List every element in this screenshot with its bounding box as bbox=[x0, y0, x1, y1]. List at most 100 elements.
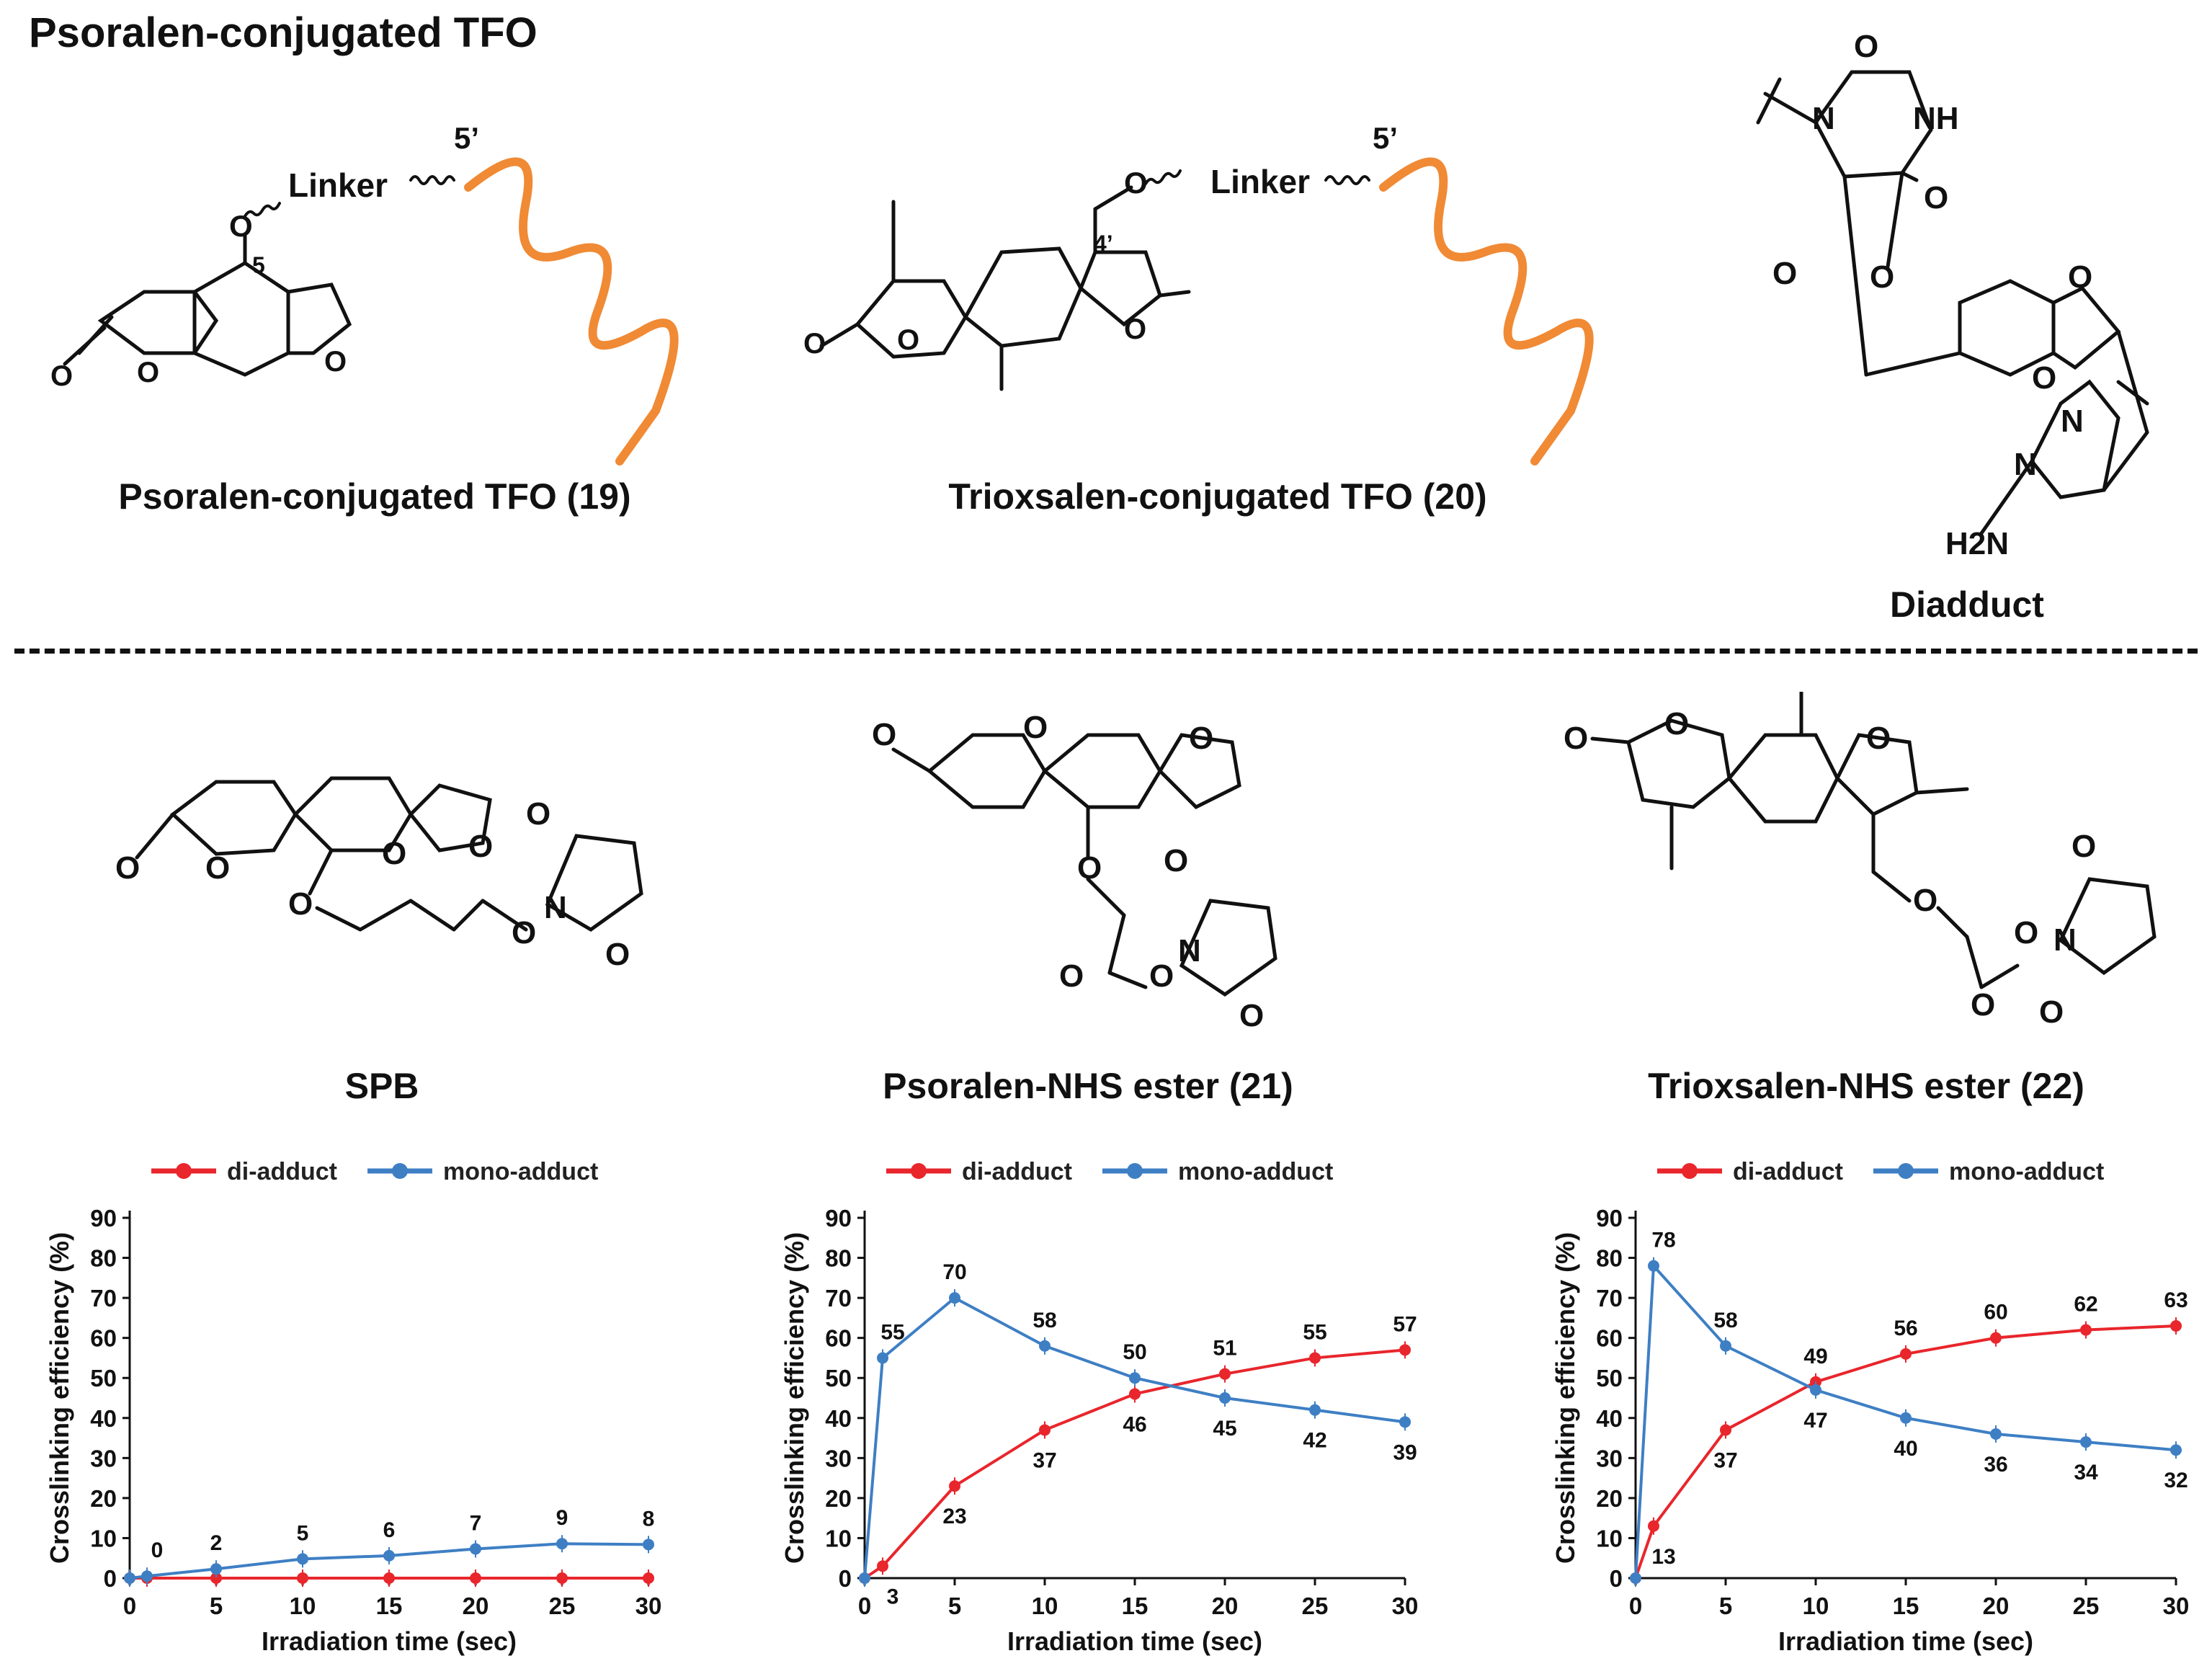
data-point-mono-adduct bbox=[2170, 1444, 2182, 1456]
data-point-mono-adduct bbox=[1990, 1428, 2002, 1440]
data-label-di-adduct: 62 bbox=[2074, 1293, 2097, 1317]
oxygen-label: O bbox=[229, 209, 253, 243]
y-tick-label: 40 bbox=[90, 1405, 117, 1432]
five-prime-label: 5’ bbox=[454, 121, 480, 155]
y-tick-label: 10 bbox=[825, 1525, 852, 1551]
furan-oxygen-label: O bbox=[324, 346, 347, 378]
ester-o-label: O bbox=[2014, 915, 2039, 950]
y-tick-label: 90 bbox=[90, 1205, 117, 1232]
y-tick-label: 30 bbox=[90, 1445, 117, 1471]
series-line-mono-adduct bbox=[1634, 1262, 2177, 1579]
ether-oxygen-label: O bbox=[288, 886, 313, 922]
data-label-mono-adduct: 9 bbox=[556, 1506, 568, 1530]
data-label-di-adduct: 37 bbox=[1713, 1448, 1737, 1472]
y-tick-label: 60 bbox=[1596, 1325, 1623, 1352]
legend-label-mono-adduct: mono-adduct bbox=[1949, 1158, 2104, 1185]
data-point-mono-adduct bbox=[859, 1572, 870, 1584]
y-tick-label: 60 bbox=[825, 1325, 852, 1352]
y-tick-label: 40 bbox=[1596, 1405, 1623, 1432]
x-tick-label: 15 bbox=[376, 1593, 403, 1619]
data-label-mono-adduct: 5 bbox=[297, 1521, 309, 1545]
data-point-di-adduct bbox=[383, 1572, 395, 1584]
data-point-di-adduct bbox=[1720, 1424, 1731, 1436]
x-tick-label: 5 bbox=[210, 1593, 223, 1619]
y-axis-title: Crosslinking efficiency (%) bbox=[780, 1232, 809, 1564]
data-label-di-adduct: 3 bbox=[887, 1585, 899, 1608]
x-tick-label: 30 bbox=[635, 1593, 662, 1619]
furan-oxygen-label: O bbox=[1189, 721, 1214, 756]
data-label-mono-adduct: 39 bbox=[1393, 1440, 1417, 1464]
x-tick-label: 5 bbox=[1719, 1593, 1732, 1619]
linker-label: Linker bbox=[288, 166, 388, 204]
carbonyl-oxygen-label: O bbox=[872, 717, 897, 752]
legend-label-di-adduct: di-adduct bbox=[962, 1158, 1072, 1185]
data-point-di-adduct bbox=[1990, 1332, 2002, 1344]
x-tick-label: 25 bbox=[549, 1593, 576, 1619]
y-tick-label: 40 bbox=[825, 1405, 852, 1432]
data-label-mono-adduct: 50 bbox=[1123, 1340, 1146, 1364]
nhs-n-label: N bbox=[1178, 933, 1201, 968]
legend-label-mono-adduct: mono-adduct bbox=[443, 1158, 598, 1185]
ring-oxygen-label: O bbox=[1664, 706, 1690, 742]
nhs-o-top-label: O bbox=[1164, 843, 1189, 878]
data-point-mono-adduct bbox=[1720, 1340, 1731, 1352]
data-point-di-adduct bbox=[470, 1572, 481, 1584]
data-point-mono-adduct bbox=[1309, 1404, 1321, 1416]
series-line-mono-adduct bbox=[129, 1542, 649, 1580]
data-label-mono-adduct: 78 bbox=[1651, 1229, 1675, 1252]
x-tick-label: 20 bbox=[1983, 1593, 2010, 1619]
data-label-mono-adduct: 58 bbox=[1033, 1309, 1056, 1332]
series-line-di-adduct bbox=[863, 1348, 1406, 1580]
data-point-mono-adduct bbox=[643, 1538, 654, 1551]
data-label-di-adduct: 55 bbox=[1303, 1320, 1326, 1344]
n-ring-label: N bbox=[2014, 447, 2037, 482]
data-label-mono-adduct: 42 bbox=[1303, 1429, 1326, 1453]
data-label-di-adduct: 37 bbox=[1033, 1448, 1056, 1472]
data-point-mono-adduct bbox=[556, 1538, 568, 1550]
data-label-mono-adduct: 34 bbox=[2074, 1461, 2098, 1484]
carbonyl-oxygen-label: O bbox=[803, 328, 826, 360]
linker-label: Linker bbox=[1210, 163, 1311, 200]
y-tick-label: 0 bbox=[104, 1565, 117, 1592]
data-point-di-adduct bbox=[556, 1572, 568, 1584]
y-tick-label: 90 bbox=[1596, 1205, 1623, 1232]
ring-oxygen-label: O bbox=[897, 324, 920, 356]
data-point-mono-adduct bbox=[877, 1352, 888, 1364]
x-axis-title: Irradiation time (sec) bbox=[1778, 1626, 2033, 1656]
data-point-di-adduct bbox=[1399, 1344, 1411, 1356]
trioxsalen-nhs-structure: O O O O O O N O O bbox=[1564, 690, 2169, 1038]
y-tick-label: 50 bbox=[825, 1365, 852, 1391]
y-tick-label: 10 bbox=[1596, 1525, 1623, 1551]
trioxsalen-tfo-structure: Linker 5’ O 4’ O O O bbox=[785, 108, 1650, 483]
nhs-n-label: N bbox=[2053, 922, 2077, 958]
carbonyl-oxygen-label: O bbox=[50, 360, 73, 392]
data-label-mono-adduct: 8 bbox=[643, 1507, 655, 1531]
data-point-di-adduct bbox=[1900, 1348, 1912, 1360]
o-left-label: O bbox=[1772, 256, 1798, 291]
carbonyl-oxygen-label: O bbox=[115, 850, 141, 886]
nhs-o-top-label: O bbox=[526, 796, 551, 832]
x-tick-label: 30 bbox=[2163, 1593, 2190, 1619]
nhs-n-label: N bbox=[544, 890, 567, 925]
data-point-mono-adduct bbox=[1810, 1384, 1821, 1396]
y-tick-label: 80 bbox=[90, 1245, 117, 1272]
data-point-di-adduct bbox=[877, 1560, 888, 1572]
legend-label-di-adduct: di-adduct bbox=[1733, 1158, 1843, 1185]
data-label-di-adduct: 56 bbox=[1894, 1317, 1917, 1340]
tfo-strand bbox=[1379, 157, 1594, 466]
o-lower-label: O bbox=[2032, 360, 2057, 396]
nhs-o-top-label: O bbox=[2071, 829, 2097, 864]
data-point-di-adduct bbox=[1648, 1520, 1659, 1532]
ester-o-label: O bbox=[512, 915, 537, 950]
figure-heading: Psoralen-conjugated TFO bbox=[29, 9, 538, 56]
ester-oxygen-label: O bbox=[468, 829, 494, 864]
caption-21: Psoralen-NHS ester (21) bbox=[883, 1066, 1293, 1106]
x-tick-label: 10 bbox=[1803, 1593, 1829, 1619]
y-tick-label: 20 bbox=[825, 1485, 852, 1512]
section-divider bbox=[14, 649, 2198, 654]
x-tick-label: 15 bbox=[1122, 1593, 1149, 1619]
data-point-mono-adduct bbox=[297, 1553, 308, 1565]
